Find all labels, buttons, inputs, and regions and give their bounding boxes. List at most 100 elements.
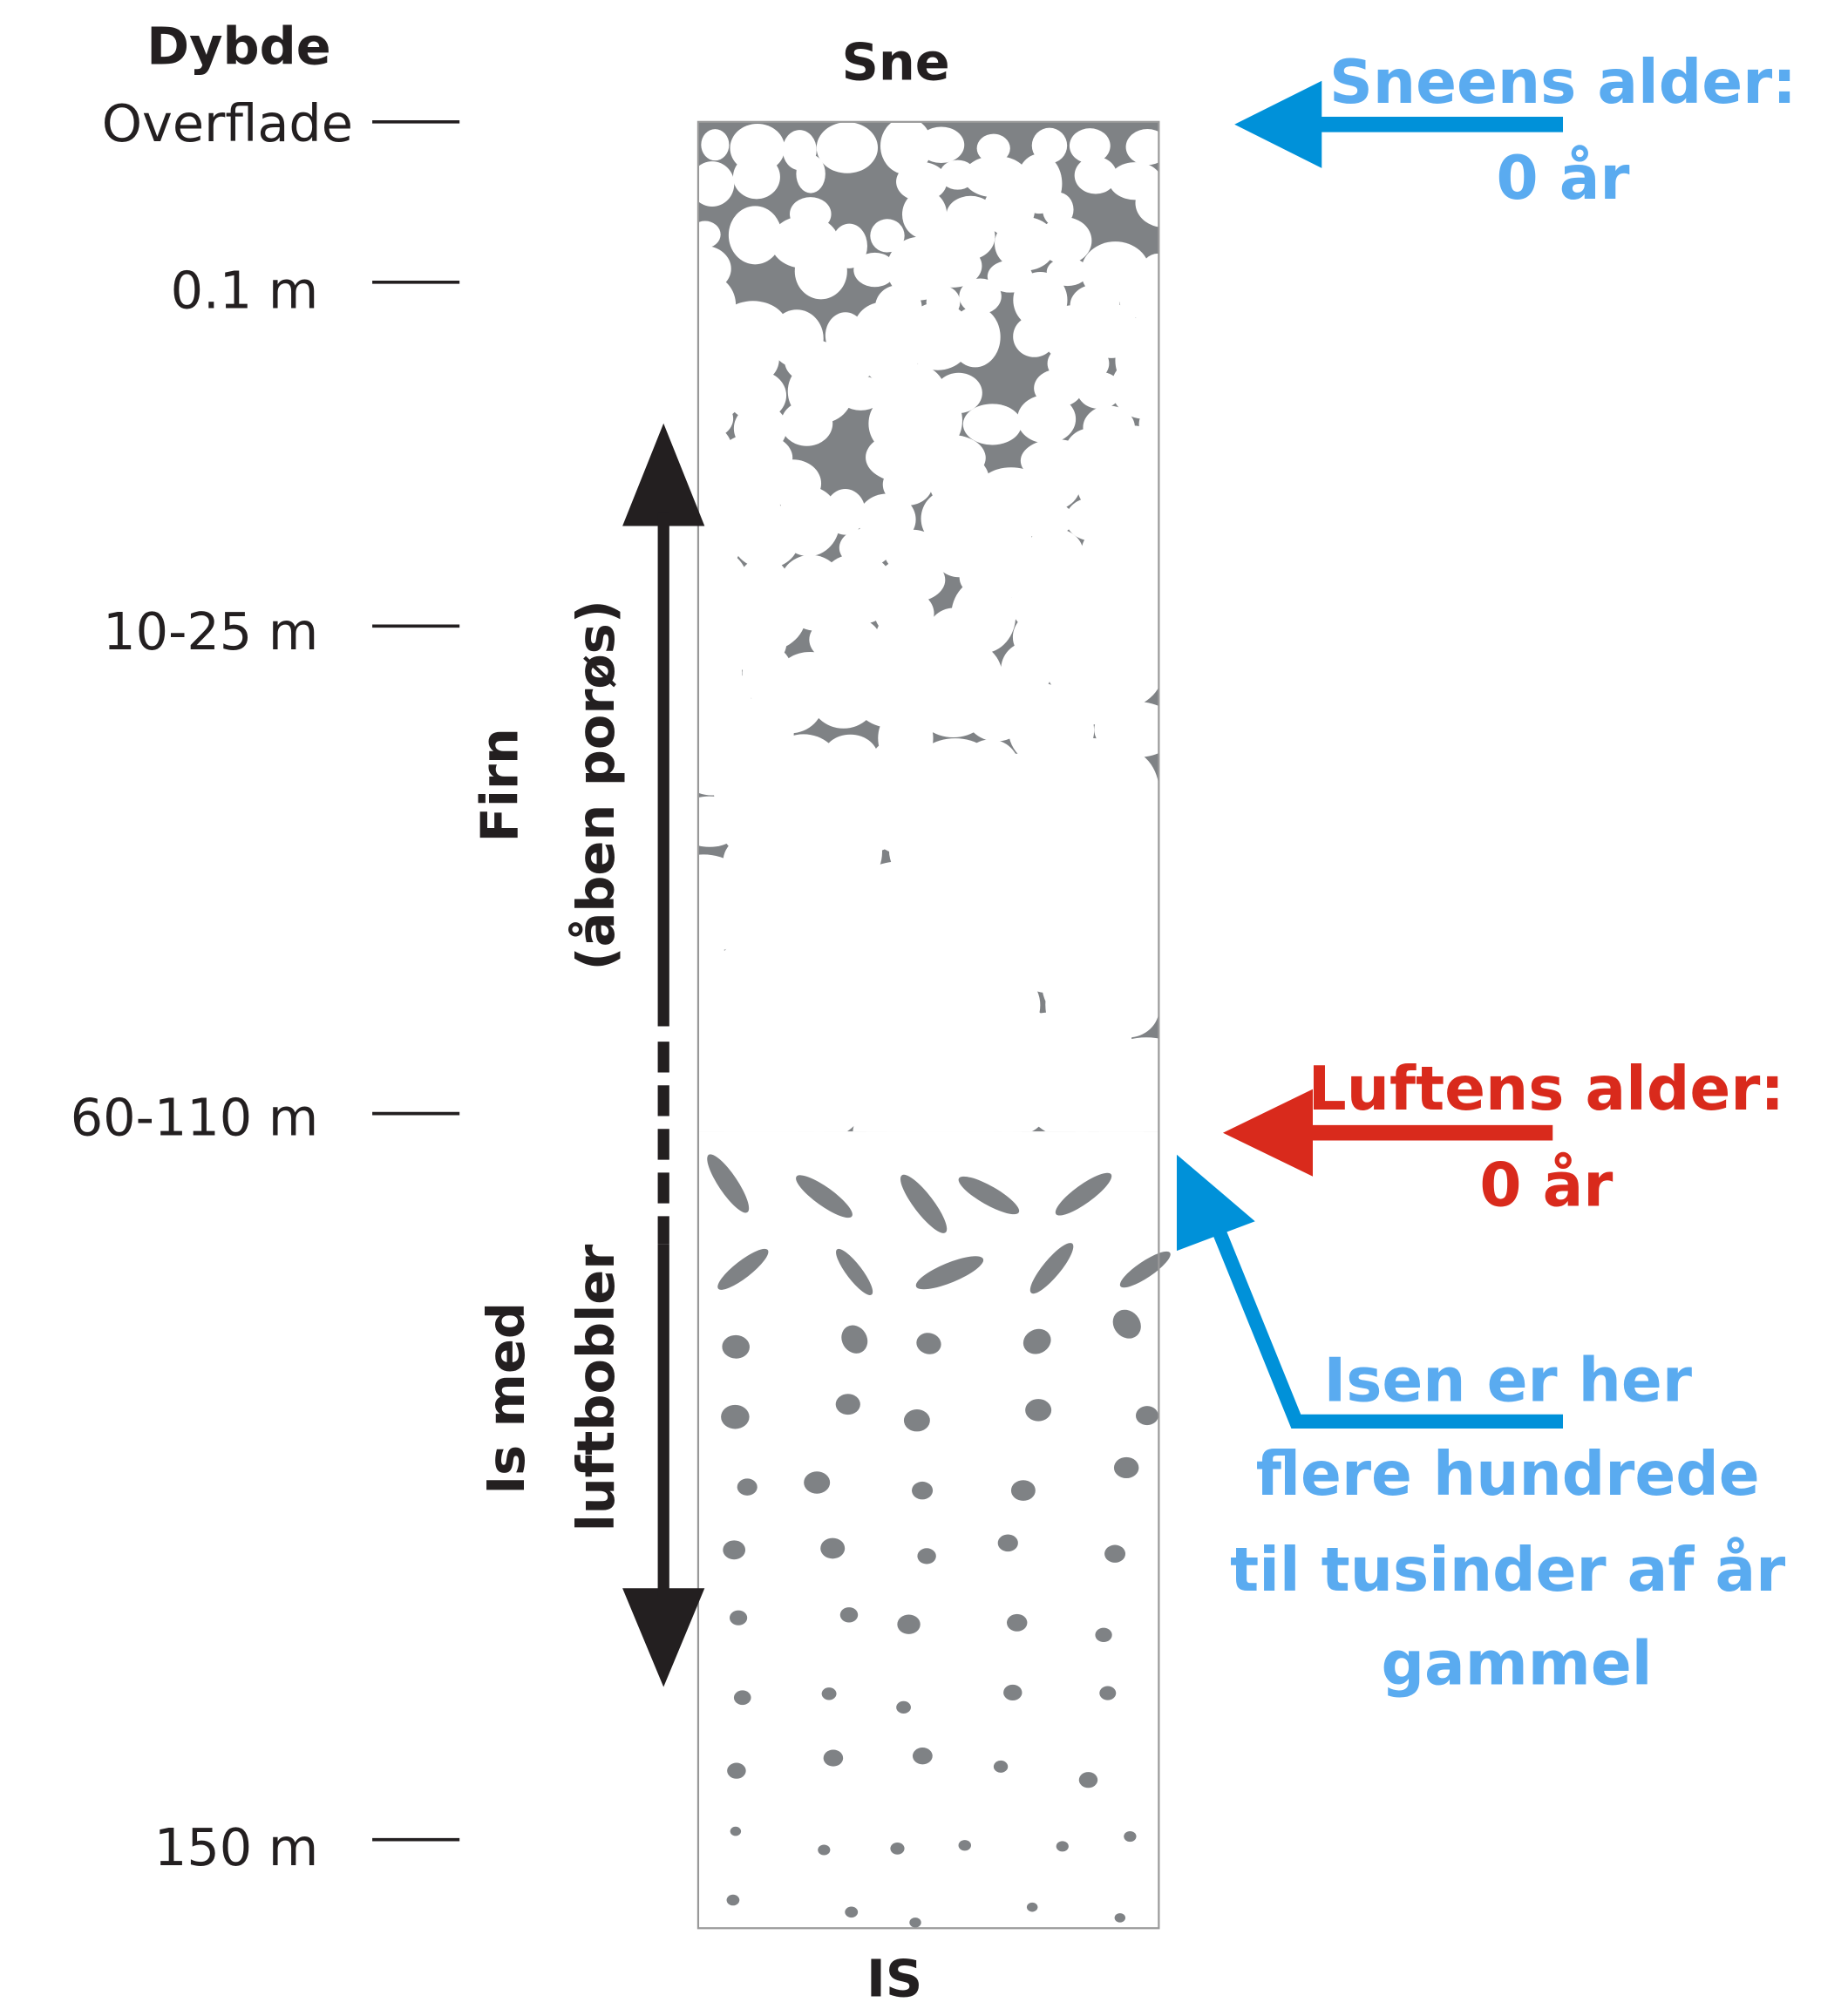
snow-grain — [1016, 394, 1077, 444]
snow-grain — [733, 515, 798, 569]
column-bottom-label: IS — [866, 1948, 922, 2008]
air-bubble — [915, 1256, 984, 1290]
air-bubble — [1114, 1913, 1126, 1923]
snow-grain — [1119, 281, 1159, 319]
air-bubble — [912, 1481, 934, 1500]
snow-grain — [949, 306, 1001, 368]
air-bubble — [836, 1248, 873, 1295]
air-bubble — [1124, 1830, 1137, 1843]
depth-tick-10-25m: 10-25 m — [103, 601, 318, 662]
ice-age-line-4: gammel — [1382, 1630, 1653, 1700]
air-bubble — [845, 1906, 859, 1918]
snow-grains — [697, 121, 1159, 1132]
air-age-title: Luftens alder: — [1308, 1055, 1784, 1124]
snow-grain — [853, 252, 896, 288]
air-bubble — [823, 1749, 844, 1767]
air-bubble — [1078, 1772, 1098, 1788]
air-bubble — [1003, 1684, 1023, 1701]
snow-grain — [816, 122, 879, 173]
air-bubble — [804, 1471, 831, 1494]
air-bubble — [1007, 1613, 1028, 1632]
snow-age-value: 0 år — [1497, 144, 1630, 214]
ice-label: Is med — [476, 1302, 536, 1495]
snow-grain — [825, 488, 866, 535]
air-bubble — [730, 1610, 748, 1626]
snow-grain — [718, 301, 787, 352]
air-bubble — [1099, 1686, 1117, 1700]
ice-zone — [697, 1131, 1159, 1929]
snow-grain — [728, 206, 782, 265]
air-bubble — [1055, 1172, 1112, 1216]
column-top-label: Sne — [842, 31, 950, 92]
air-bubble — [820, 1537, 846, 1559]
snow-grain — [701, 129, 730, 161]
snow-grain — [896, 161, 948, 201]
air-bubble — [1029, 1243, 1074, 1294]
air-bubble — [1113, 1456, 1139, 1479]
snow-grain — [1125, 129, 1159, 166]
snow-grain — [923, 244, 982, 288]
air-bubble — [912, 1747, 933, 1765]
air-bubble — [897, 1614, 921, 1634]
air-bubble — [958, 1176, 1020, 1215]
ice-sublabel: luftbobler — [566, 1245, 626, 1532]
air-bubble — [993, 1760, 1009, 1773]
snow-grain — [764, 1101, 848, 1132]
air-bubble — [1010, 1480, 1036, 1501]
air-bubble — [1026, 1902, 1038, 1912]
air-bubble — [1104, 1544, 1126, 1563]
air-bubble — [1056, 1841, 1069, 1852]
snow-grain — [1038, 217, 1092, 265]
snow-grain — [1111, 356, 1159, 419]
air-bubble — [835, 1394, 860, 1415]
air-bubble — [730, 1826, 742, 1836]
firn-label: Firn — [469, 728, 529, 842]
snow-grain — [796, 154, 825, 193]
air-bubble — [723, 1540, 746, 1560]
snow-grain — [837, 376, 885, 411]
air-bubble — [958, 1840, 971, 1851]
air-bubble — [727, 1762, 746, 1779]
depth-axis-title: Dybde — [146, 17, 330, 77]
ice-age-line-1: Isen er her — [1323, 1346, 1691, 1415]
zone-double-arrow — [622, 423, 705, 1687]
snow-grain — [962, 404, 1022, 445]
air-bubble — [707, 1154, 750, 1213]
depth-tick-60-110m: 60-110 m — [71, 1088, 319, 1148]
depth-tick-0.1m: 0.1 m — [171, 260, 319, 320]
air-bubble — [997, 1534, 1018, 1552]
firn-sublabel: (åben porøs) — [566, 600, 626, 970]
air-bubble — [821, 1687, 837, 1700]
air-bubbles — [707, 1154, 1171, 1928]
air-bubble — [1025, 1399, 1052, 1422]
air-bubble — [726, 1894, 740, 1906]
ice-age-line-3: til tusinder af år — [1230, 1536, 1785, 1605]
snow-grain — [1135, 179, 1159, 227]
air-bubble — [841, 1325, 868, 1354]
air-bubble — [917, 1548, 936, 1564]
air-bubble — [909, 1917, 921, 1928]
ice-age-arrow — [1176, 1154, 1564, 1429]
snow-grain — [918, 126, 965, 164]
air-bubble — [890, 1843, 905, 1855]
air-bubble — [900, 1174, 948, 1233]
snow-grain — [880, 121, 933, 175]
column-outline — [696, 120, 1160, 1930]
depth-tick-surface: Overflade — [102, 93, 353, 153]
snow-grain — [1069, 128, 1111, 164]
air-bubble — [722, 1334, 750, 1359]
air-age-arrow — [1222, 1089, 1553, 1177]
snow-grain — [870, 219, 905, 253]
air-bubble — [896, 1700, 911, 1714]
air-bubble — [1135, 1406, 1158, 1426]
snow-grain — [732, 154, 780, 200]
snow-grain — [794, 242, 847, 300]
snow-grain — [1020, 458, 1081, 512]
air-bubble — [737, 1478, 758, 1496]
air-bubble — [796, 1175, 853, 1218]
snow-age-title: Sneens alder: — [1329, 48, 1797, 118]
snow-grain — [697, 221, 721, 248]
snow-grain — [731, 336, 779, 383]
snow-grain — [697, 161, 735, 207]
